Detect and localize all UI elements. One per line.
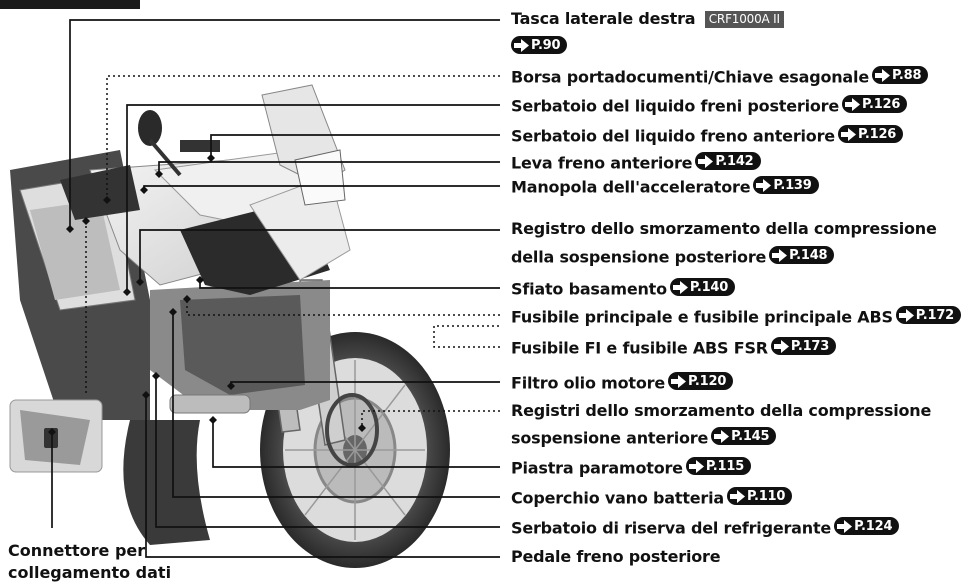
arrow-right-icon	[845, 97, 861, 111]
callout-tasca-ref-line: P.90	[511, 36, 568, 57]
ref-label: P.115	[705, 458, 745, 474]
page-ref-button[interactable]: P.139	[753, 176, 819, 194]
arrow-right-icon	[874, 68, 890, 82]
arrow-right-icon	[670, 374, 686, 388]
callout-leva: Leva freno anteriore P.142	[511, 152, 761, 173]
callout-filtro: Filtro olio motore P.120	[511, 372, 734, 393]
arrow-right-icon	[756, 178, 772, 192]
callout-manopola-text: Manopola dell'acceleratore	[511, 177, 751, 197]
arrow-right-icon	[837, 519, 853, 533]
callout-tasca: Tasca laterale destra CRF1000A II	[511, 9, 784, 28]
section-tab	[0, 0, 140, 9]
page-ref-button[interactable]: P.126	[837, 125, 904, 143]
arrow-right-icon	[898, 308, 914, 322]
arrow-right-icon	[714, 429, 730, 443]
page-ref-button[interactable]: P.126	[842, 95, 908, 113]
ref-label: P.90	[531, 37, 561, 53]
callout-serb-post-text: Serbatoio del liquido freni posteriore	[511, 96, 840, 116]
page-ref-button[interactable]: P.124	[834, 517, 900, 535]
callout-tasca-text: Tasca laterale destra	[511, 9, 696, 28]
callout-sfiato: Sfiato basamento P.140	[511, 278, 736, 299]
callout-borsa: Borsa portadocumenti/Chiave esagonale P.8…	[511, 66, 929, 87]
ref-label: P.145	[731, 428, 770, 444]
callout-borsa-text: Borsa portadocumenti/Chiave esagonale	[511, 67, 869, 87]
arrow-right-icon	[672, 280, 688, 294]
callout-registro-post-text: Registro dello smorzamento della compres…	[511, 219, 937, 238]
callout-fusibile-fi: Fusibile FI e fusibile ABS FSR P.173	[511, 337, 837, 358]
connettore-label-line2: collegamento dati	[8, 563, 172, 582]
ref-label: P.173	[790, 338, 830, 354]
page-ref-button[interactable]: P.173	[770, 337, 837, 355]
callout-coperchio-text: Coperchio vano batteria	[511, 488, 725, 508]
arrow-right-icon	[730, 489, 746, 503]
callout-filtro-text: Filtro olio motore	[511, 373, 665, 393]
callout-pedale: Pedale freno posteriore	[511, 547, 721, 566]
page-ref-button[interactable]: P.90	[511, 36, 568, 54]
callout-fusibile-princ-text: Fusibile principale e fusibile principal…	[511, 307, 893, 327]
callout-registri-ant-text-2: sospensione anteriore	[511, 428, 709, 448]
callout-serb-rif-text: Serbatoio di riserva del refrigerante	[511, 518, 832, 538]
callout-piastra-text: Piastra paramotore	[511, 458, 683, 478]
callout-manopola: Manopola dell'acceleratore P.139	[511, 176, 819, 197]
callout-registro-post-2: della sospensione posteriore P.148	[511, 246, 835, 267]
ref-label: P.140	[689, 279, 729, 295]
ref-label: P.126	[862, 96, 901, 112]
inset-image	[9, 399, 103, 473]
ref-label: P.110	[747, 488, 786, 504]
page-ref-button[interactable]: P.120	[667, 372, 734, 390]
model-badge: CRF1000A II	[704, 11, 784, 28]
callout-fusibile-fi-text: Fusibile FI e fusibile ABS FSR	[511, 338, 768, 358]
ref-label: P.172	[915, 307, 955, 323]
arrow-right-icon	[772, 248, 788, 262]
page-ref-button[interactable]: P.88	[871, 66, 929, 84]
arrow-right-icon	[773, 339, 789, 353]
callout-serb-rif: Serbatoio di riserva del refrigerante P.1…	[511, 517, 900, 538]
page-ref-button[interactable]: P.148	[769, 246, 835, 264]
ref-label: P.142	[715, 153, 754, 169]
page-ref-button[interactable]: P.115	[685, 457, 752, 475]
callout-leva-text: Leva freno anteriore	[511, 153, 693, 173]
callout-serb-ant-text: Serbatoio del liquido freno anteriore	[511, 126, 835, 146]
arrow-right-icon	[688, 459, 704, 473]
page-ref-button[interactable]: P.142	[695, 152, 761, 170]
callout-piastra: Piastra paramotore P.115	[511, 457, 752, 478]
callout-registri-ant-1: Registri dello smorzamento della compres…	[511, 401, 931, 420]
arrow-right-icon	[514, 38, 529, 52]
ref-label: P.88	[891, 67, 922, 83]
page-ref-button[interactable]: P.140	[669, 278, 736, 296]
connettore-label-line1: Connettore per	[8, 541, 146, 560]
page-ref-button[interactable]: P.110	[727, 487, 793, 505]
callout-coperchio: Coperchio vano batteria P.110	[511, 487, 793, 508]
callout-sfiato-text: Sfiato basamento	[511, 279, 667, 299]
callout-registri-ant-text: Registri dello smorzamento della compres…	[511, 401, 932, 420]
callout-serb-ant: Serbatoio del liquido freno anteriore P.1…	[511, 125, 904, 146]
ref-label: P.126	[857, 126, 897, 142]
callout-registri-ant-2: sospensione anteriore P.145	[511, 427, 777, 448]
callout-pedale-text: Pedale freno posteriore	[511, 547, 721, 566]
arrow-right-icon	[840, 127, 856, 141]
arrow-right-icon	[698, 154, 714, 168]
motorcycle-illustration	[9, 19, 500, 568]
page-ref-button[interactable]: P.172	[895, 306, 961, 324]
callout-serb-post: Serbatoio del liquido freni posteriore P.…	[511, 95, 908, 116]
callout-registro-post-text-2: della sospensione posteriore	[511, 247, 767, 267]
callout-registro-post-1: Registro dello smorzamento della compres…	[511, 219, 937, 238]
ref-label: P.124	[854, 518, 893, 534]
callout-fusibile-princ: Fusibile principale e fusibile principal…	[511, 306, 961, 327]
ref-label: P.139	[773, 177, 812, 193]
page-ref-button[interactable]: P.145	[711, 427, 777, 445]
ref-label: P.148	[789, 247, 828, 263]
ref-label: P.120	[687, 373, 727, 389]
